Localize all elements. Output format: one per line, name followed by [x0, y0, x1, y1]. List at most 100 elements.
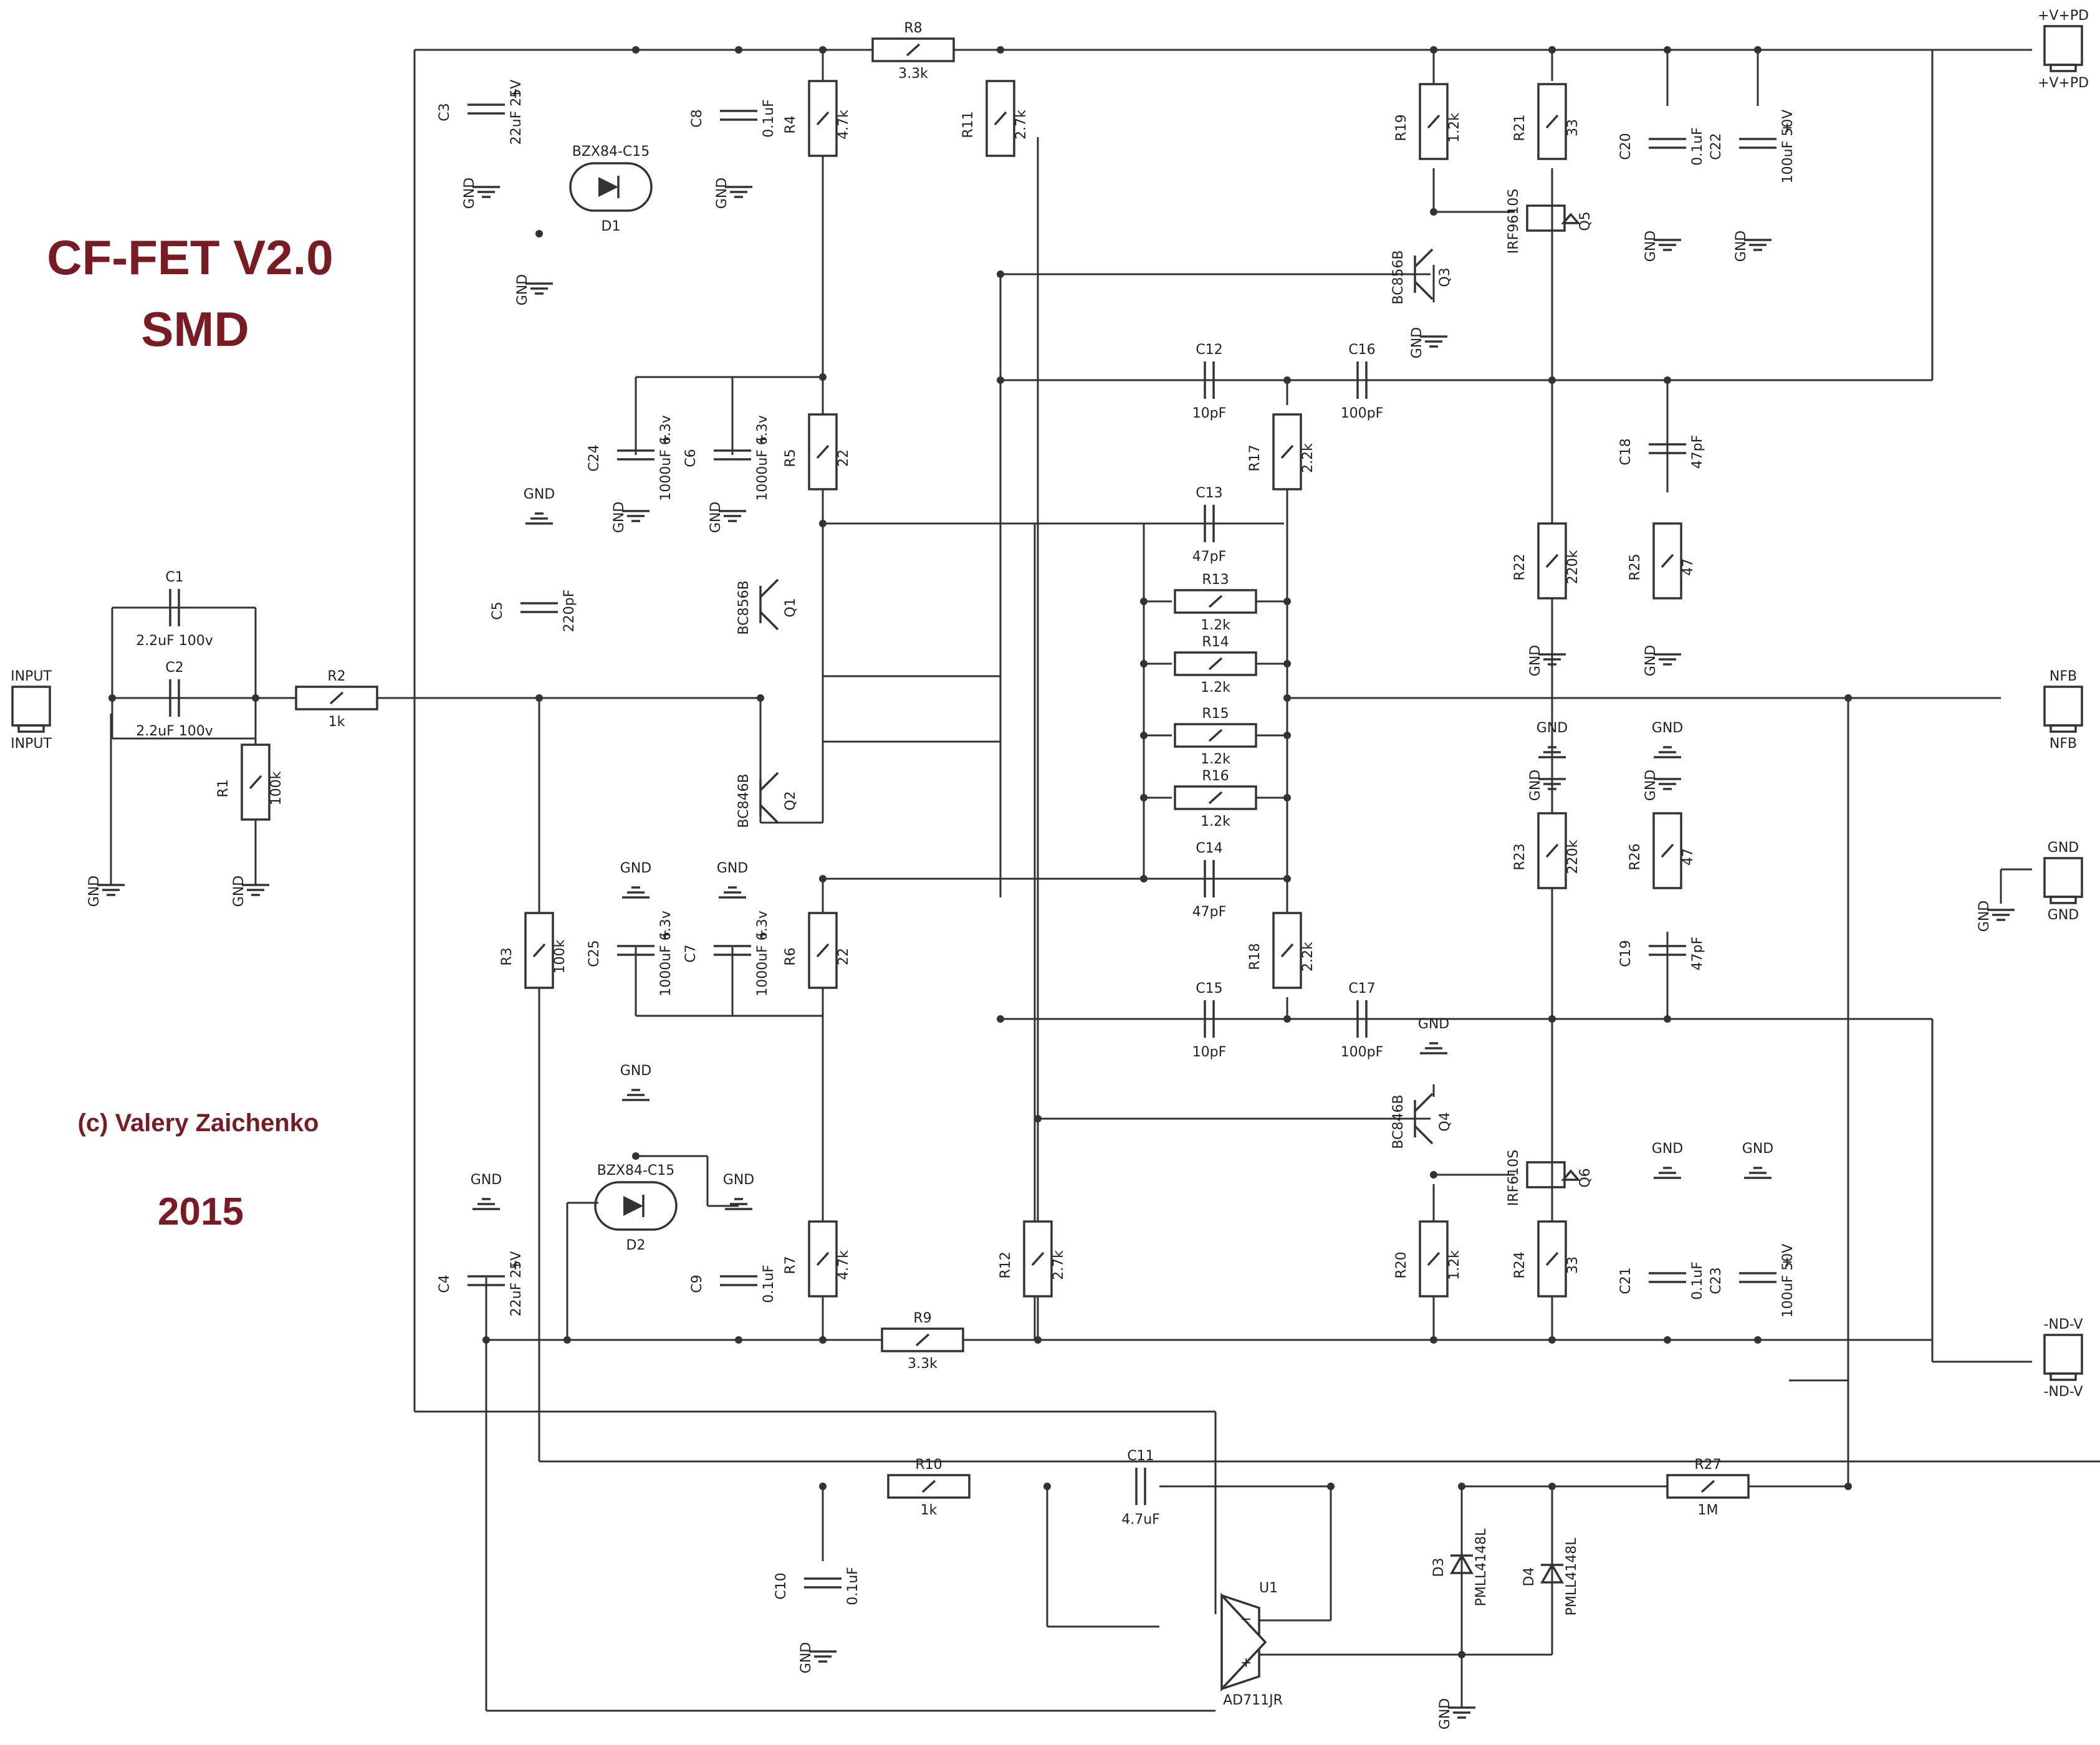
resistor-ref: R3	[499, 947, 515, 965]
junction-22	[1283, 1015, 1291, 1023]
resistor-value: 4.7k	[836, 1250, 851, 1280]
connector-tab	[2050, 64, 2077, 72]
bjt-collector	[1414, 248, 1434, 268]
gnd-label: GND	[1733, 231, 1749, 262]
opamp-minus: −	[1240, 1612, 1252, 1627]
cap-ref: C13	[1196, 485, 1222, 501]
resistor-slash	[1208, 729, 1223, 742]
resistor-slash	[1661, 843, 1674, 858]
resistor-ref: R15	[1202, 706, 1229, 722]
junction-6	[819, 875, 827, 882]
bjt-type: BC846B	[1391, 1094, 1406, 1149]
bjt-emitter	[1414, 280, 1434, 300]
junction-1	[252, 694, 259, 702]
junction-50	[1548, 46, 1556, 54]
cap-ref: C19	[1618, 940, 1634, 967]
resistor-body	[1537, 812, 1567, 889]
ground-symbol: GND	[1528, 645, 1566, 676]
cap-value: 100uF 50V	[1780, 110, 1796, 184]
opamp-plus: +	[1240, 1655, 1252, 1671]
cap-polarity: +	[510, 1258, 521, 1273]
junction-41	[1430, 1336, 1437, 1344]
ground-symbol: GND	[524, 487, 555, 525]
resistor-slash	[816, 111, 830, 126]
bjt-collector	[759, 578, 779, 598]
junction-17	[1283, 660, 1291, 667]
diode-ref: D4	[1522, 1567, 1537, 1587]
resistor-value: 22	[836, 948, 851, 965]
junction-55	[1034, 1115, 1042, 1122]
ground-symbol: GND	[1652, 720, 1683, 758]
cap-value: 2.2uF 100v	[136, 724, 213, 739]
cap-value: 47pF	[1192, 549, 1227, 565]
gnd-label: GND	[723, 1172, 754, 1188]
cap-ref: C7	[683, 944, 699, 962]
resistor-body	[1174, 785, 1257, 810]
junction-25	[1548, 1015, 1556, 1023]
resistor-slash	[994, 111, 1007, 126]
cap-value: 0.1uF	[761, 99, 777, 138]
resistor-ref: R5	[783, 449, 798, 467]
cap-value: 2.2uF 100v	[136, 633, 213, 649]
connector-label-bottom: NFB	[2050, 736, 2077, 752]
junction-44	[1754, 1336, 1762, 1344]
connector-body	[2043, 25, 2083, 66]
resistor-value: 1k	[328, 714, 345, 730]
junction-9	[997, 1015, 1004, 1023]
resistor-slash	[1427, 114, 1441, 129]
junction-53	[632, 1152, 640, 1160]
capacitor-c2: C22.2uF 100v	[136, 660, 213, 739]
resistor-value: 220k	[1565, 550, 1581, 584]
opamp-triangle	[1220, 1592, 1267, 1692]
connector-label-top: NFB	[2050, 669, 2077, 684]
connector-tab	[2050, 1372, 2077, 1381]
gnd-label: GND	[524, 487, 555, 502]
cap-ref: C24	[587, 444, 602, 471]
resistor-ref: R17	[1247, 444, 1263, 471]
junction-11	[1140, 660, 1148, 667]
resistor-value: 220k	[1565, 839, 1581, 874]
capacitor-c13: C13 47pF	[1192, 485, 1227, 565]
project-title: CF-FET V2.0	[47, 230, 333, 285]
cap-ref: C11	[1127, 1448, 1154, 1464]
connector-nfb: NFB NFB	[2043, 669, 2083, 752]
bjt-emitter	[759, 804, 779, 824]
resistor-ref: R23	[1512, 843, 1528, 870]
cap-polarity: +	[1781, 120, 1793, 136]
resistor-value: 1.2k	[1201, 680, 1230, 696]
junction-43	[1664, 1336, 1671, 1344]
resistor-slash	[1700, 1480, 1715, 1493]
ground-symbol: GND	[1643, 645, 1681, 676]
gnd-label: GND	[1977, 901, 1992, 932]
junction-48	[997, 46, 1004, 54]
connector-body	[2043, 686, 2083, 727]
resistor-ref: R10	[915, 1457, 942, 1473]
resistor-body	[1537, 1220, 1567, 1298]
resistor-value: 1.2k	[1201, 752, 1230, 767]
resistor-ref: R20	[1394, 1251, 1409, 1278]
diode-type: PMLL4148L	[1564, 1537, 1580, 1616]
junction-45	[632, 46, 640, 54]
cap-ref: C23	[1709, 1267, 1724, 1294]
opamp-ref: U1	[1259, 1580, 1278, 1596]
cap-value: 100pF	[1341, 1045, 1384, 1060]
cap-value: 220pF	[562, 590, 577, 633]
resistor-ref: R27	[1694, 1457, 1721, 1473]
bjt-type: BC856B	[1391, 250, 1406, 304]
